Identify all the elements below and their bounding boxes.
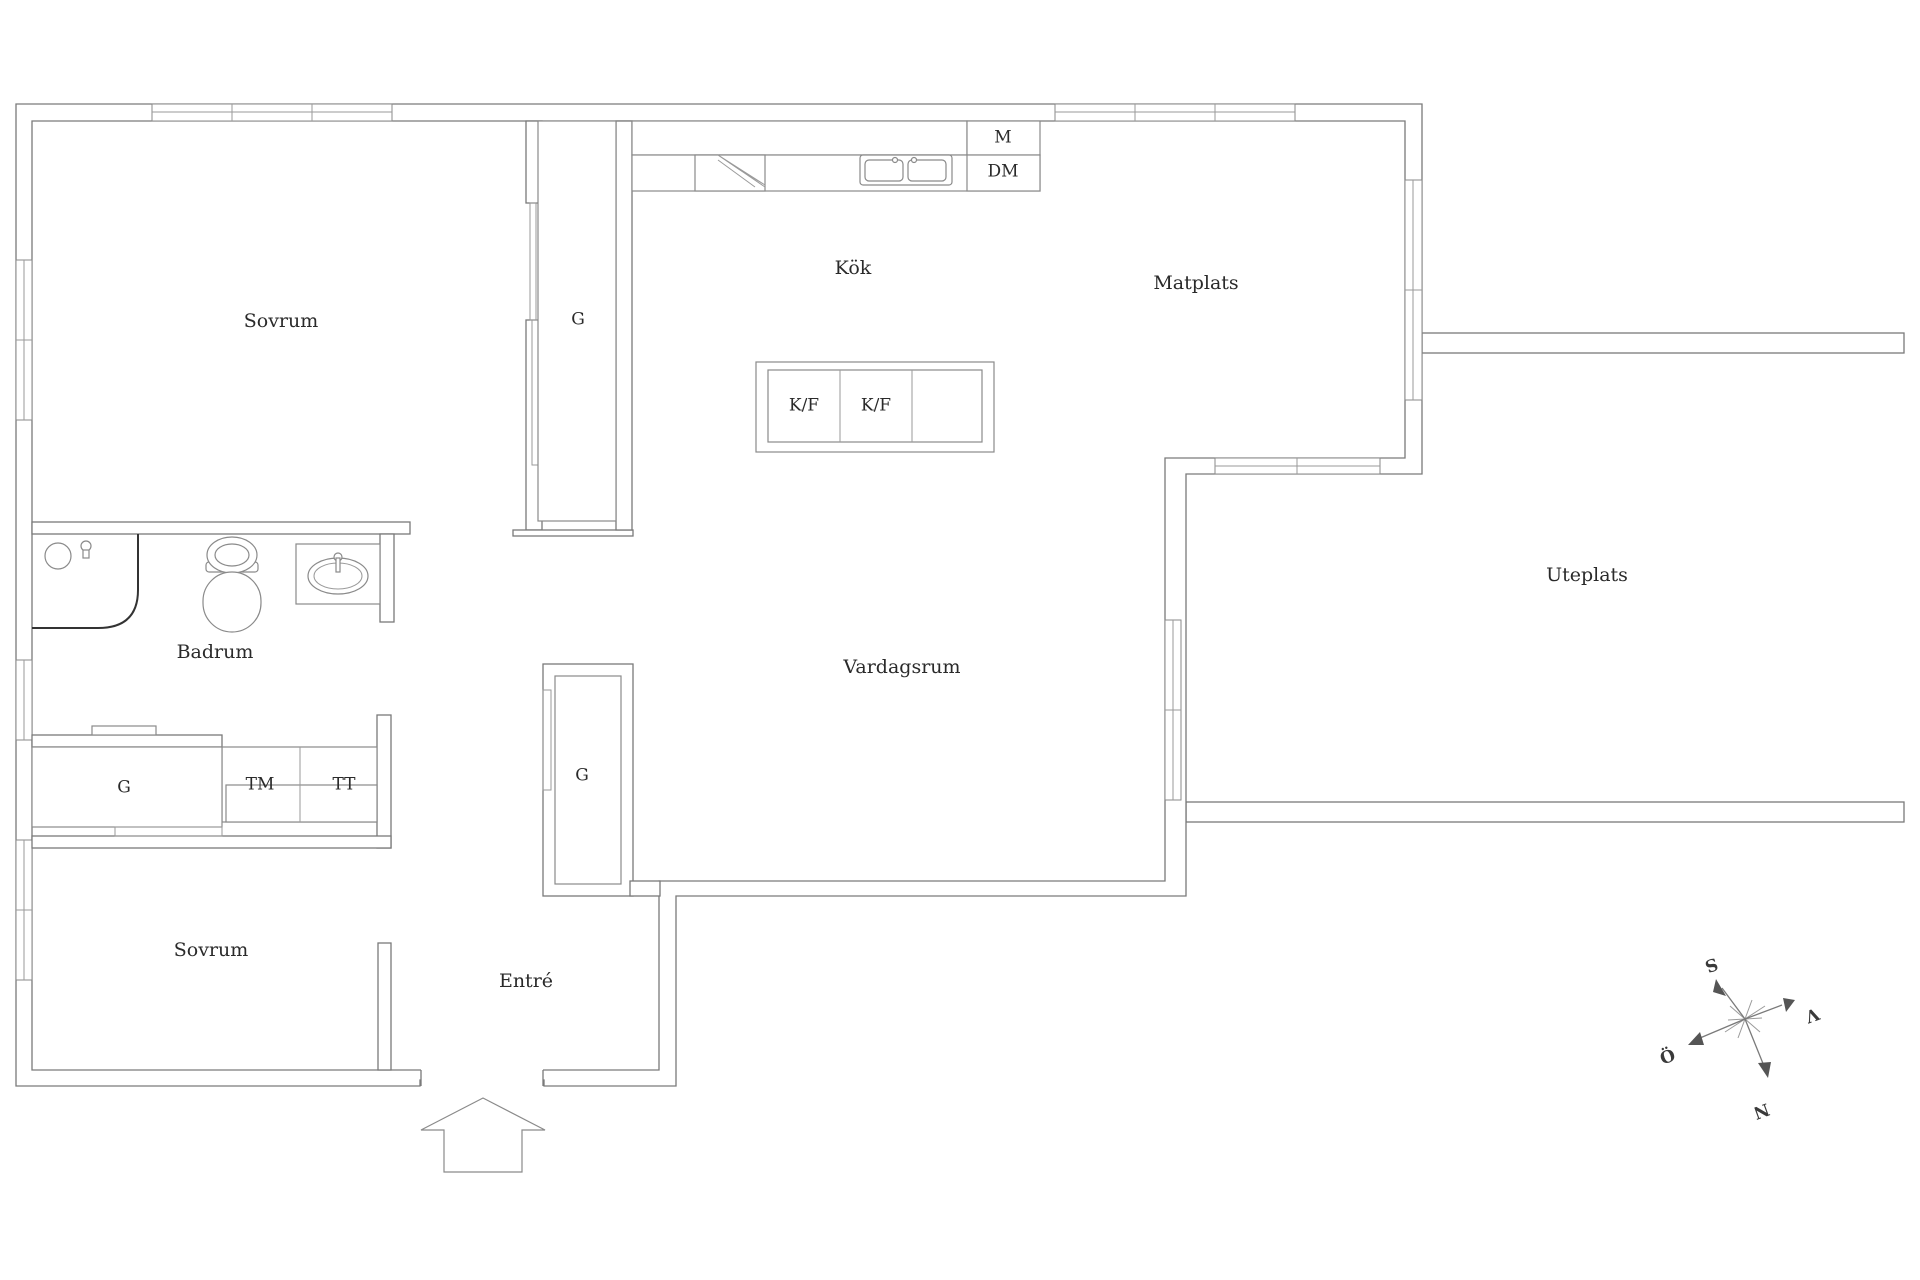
room-label-dining: Matplats <box>1153 272 1238 294</box>
washing-machine-label: TM <box>246 775 275 795</box>
microwave-label: M <box>994 128 1011 148</box>
compass-rose <box>1688 979 1795 1078</box>
room-label-bedroom-top: Sovrum <box>244 310 319 332</box>
room-label-bathroom: Badrum <box>177 641 254 663</box>
wardrobe-top <box>537 120 617 522</box>
interior-walls <box>31 120 661 1071</box>
tumble-dryer-label: TT <box>333 775 357 795</box>
room-label-living: Vardagsrum <box>842 656 960 678</box>
dishwasher-label: DM <box>987 162 1018 182</box>
compass-north-label: N <box>1750 1098 1771 1122</box>
stove-icon <box>694 154 766 192</box>
entrance-door <box>420 1068 544 1088</box>
wardrobe-top-label: G <box>571 310 585 330</box>
room-label-entrance: Entré <box>499 970 553 992</box>
kitchen-counter <box>631 120 1041 192</box>
wardrobe-left-label: G <box>117 778 131 798</box>
room-label-bedroom-bottom: Sovrum <box>174 939 249 961</box>
wardrobe-left <box>31 746 223 837</box>
compass-south-label: S <box>1702 953 1720 976</box>
compass-west-label: V <box>1802 1002 1823 1026</box>
kitchen-island <box>755 361 995 453</box>
fridge-freezer-1-label: K/F <box>789 396 819 416</box>
terrace-outline <box>1185 332 1905 823</box>
room-label-kitchen: Kök <box>835 257 872 279</box>
fridge-freezer-2-label: K/F <box>861 396 891 416</box>
compass-east-label: Ö <box>1657 1045 1678 1070</box>
laundry <box>221 746 378 823</box>
entrance-arrow-icon <box>420 1097 546 1173</box>
wardrobe-mid-label: G <box>575 766 589 786</box>
bathroom-fixtures <box>32 534 381 736</box>
windows <box>15 103 1423 981</box>
room-label-terrace: Uteplats <box>1546 564 1628 586</box>
